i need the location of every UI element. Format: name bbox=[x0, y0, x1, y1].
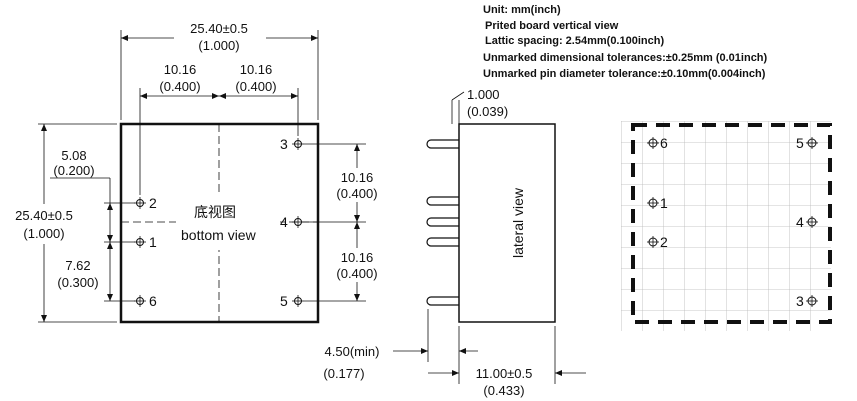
dim-label: (0.200) bbox=[53, 163, 94, 178]
note-unit: Unit: mm(inch) bbox=[483, 4, 561, 16]
note-spacing: Lattic spacing: 2.54mm(0.100inch) bbox=[485, 35, 664, 47]
dim-label: (0.177) bbox=[323, 366, 364, 381]
lateral-pin bbox=[426, 139, 459, 149]
bottom-pin-4: 4 bbox=[280, 214, 304, 230]
dim-left-pin-spacing: 5.08 (0.200) 7.62 (0.300) bbox=[50, 148, 135, 302]
bottom-pin-1: 1 bbox=[134, 234, 157, 250]
pcb-pin-5: 5 bbox=[796, 135, 818, 151]
pin-label: 2 bbox=[660, 234, 668, 250]
dim-label: 7.62 bbox=[65, 258, 90, 273]
bottom-view-title-cn: 底视图 bbox=[194, 204, 236, 220]
bottom-pin-6: 6 bbox=[134, 293, 157, 309]
pin-label: 6 bbox=[149, 293, 157, 309]
pin-label: 3 bbox=[280, 136, 288, 152]
dim-label: (1.000) bbox=[198, 38, 239, 53]
lateral-pin bbox=[426, 296, 459, 306]
pcb-outline bbox=[631, 123, 832, 324]
pin-label: 6 bbox=[660, 135, 668, 151]
pin-label: 5 bbox=[280, 293, 288, 309]
dim-label: 1.000 bbox=[467, 87, 500, 102]
dim-label: (0.400) bbox=[235, 79, 276, 94]
dim-label: (0.300) bbox=[57, 275, 98, 290]
pin-label: 4 bbox=[280, 214, 288, 230]
pin-label: 2 bbox=[149, 195, 157, 211]
note-pin-tolerance: Unmarked pin diameter tolerance:±0.10mm(… bbox=[483, 68, 766, 80]
dim-pin-span-top: 10.16 (0.400) 10.16 (0.400) bbox=[139, 62, 299, 195]
dim-label: (1.000) bbox=[23, 226, 64, 241]
pin-label: 5 bbox=[796, 135, 804, 151]
dim-label: 10.16 bbox=[164, 62, 197, 77]
lateral-pins bbox=[426, 139, 459, 306]
lateral-view-body bbox=[458, 123, 556, 323]
dim-label: (0.400) bbox=[336, 266, 377, 281]
bottom-pin-2: 2 bbox=[134, 195, 157, 211]
pcb-pin-6: 6 bbox=[647, 135, 668, 151]
dim-label: 10.16 bbox=[341, 170, 374, 185]
bottom-view-title-en: bottom view bbox=[181, 227, 257, 243]
lateral-pin bbox=[426, 196, 459, 206]
dim-label: (0.039) bbox=[467, 104, 508, 119]
dim-label: 10.16 bbox=[240, 62, 273, 77]
lateral-pin bbox=[426, 237, 459, 247]
note-view: Prited board vertical view bbox=[485, 20, 619, 32]
dim-standoff: 4.50(min) (0.177) bbox=[323, 309, 478, 384]
lateral-view-label: lateral view bbox=[510, 187, 526, 258]
pin-label: 3 bbox=[796, 293, 804, 309]
dim-label: 4.50(min) bbox=[325, 344, 380, 359]
bottom-view-outline bbox=[119, 122, 320, 324]
bottom-pin-3: 3 bbox=[280, 136, 304, 152]
dim-label: 25.40±0.5 bbox=[15, 208, 73, 223]
dim-label: 11.00±0.5 bbox=[476, 366, 533, 381]
lateral-view: lateral view 1.000 (0.039) 4.50(min) (0.… bbox=[323, 87, 586, 398]
pin-label: 1 bbox=[149, 234, 157, 250]
pin-label: 4 bbox=[796, 214, 804, 230]
note-dim-tolerance: Unmarked dimensional tolerances:±0.25mm … bbox=[483, 52, 768, 64]
pcb-pin-2: 2 bbox=[647, 234, 668, 250]
notes-block: Unit: mm(inch) Prited board vertical vie… bbox=[483, 4, 768, 80]
dim-right-pin-spacing: 10.16 (0.400) 10.16 (0.400) bbox=[304, 143, 382, 302]
pcb-pin-3: 3 bbox=[796, 293, 818, 309]
dim-label: 5.08 bbox=[61, 148, 86, 163]
pin-label: 1 bbox=[660, 195, 668, 211]
pcb-pin-1: 1 bbox=[647, 195, 668, 211]
dim-label: (0.433) bbox=[483, 383, 524, 398]
bottom-pin-5: 5 bbox=[280, 293, 304, 309]
dim-label: 25.40±0.5 bbox=[190, 21, 248, 36]
lateral-pin bbox=[426, 217, 459, 227]
dim-pin-length: 1.000 (0.039) bbox=[451, 87, 508, 124]
pcb-pin-4: 4 bbox=[796, 214, 818, 230]
title-backdrop bbox=[176, 196, 280, 250]
dim-depth: 11.00±0.5 (0.433) bbox=[428, 326, 586, 398]
dim-label: 10.16 bbox=[341, 250, 374, 265]
dim-overall-height: 25.40±0.5 (1.000) bbox=[2, 123, 117, 323]
dim-label: (0.400) bbox=[159, 79, 200, 94]
pcb-layout-view: 6 1 2 5 4 3 bbox=[621, 121, 832, 331]
dim-overall-width: 25.40±0.5 (1.000) bbox=[120, 20, 319, 120]
bottom-view: 底视图 bottom view 2 1 6 3 bbox=[2, 20, 382, 324]
pcb-grid bbox=[621, 121, 831, 331]
dim-label: (0.400) bbox=[336, 186, 377, 201]
